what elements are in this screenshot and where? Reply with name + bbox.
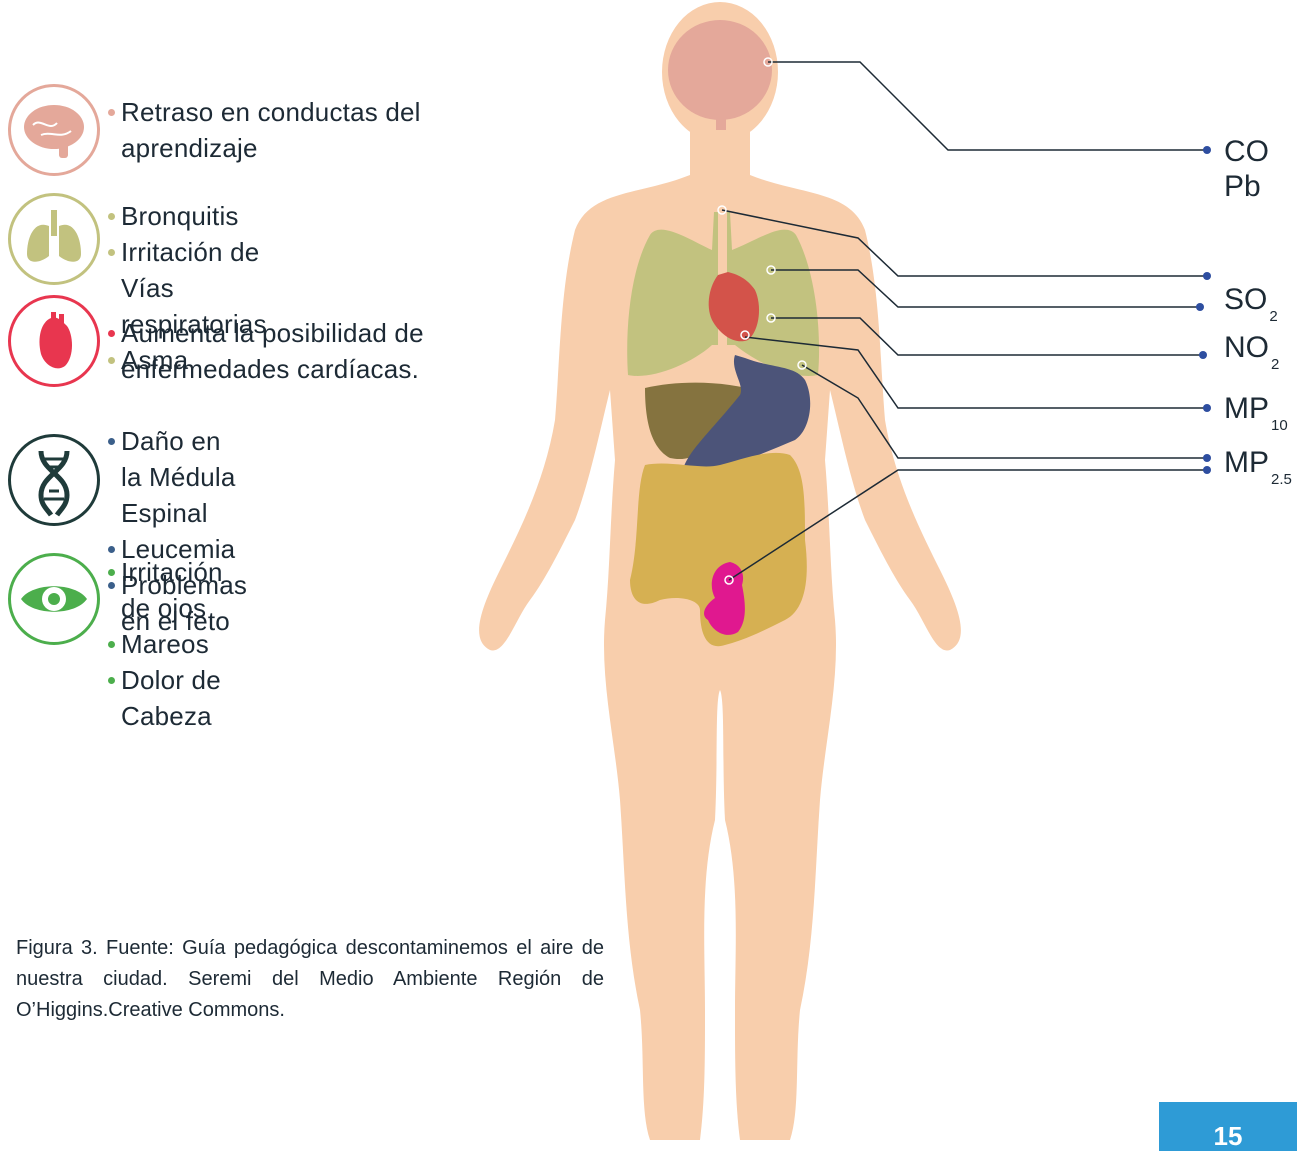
- effect-text: Retraso en conductas del aprendizaje: [121, 94, 451, 166]
- pollutant-mp25-base: MP: [1224, 446, 1269, 479]
- brain-icon: [8, 84, 100, 176]
- pollutant-mp10: MP10: [1224, 392, 1288, 443]
- pollutant-mp10-sub: 10: [1271, 417, 1288, 434]
- pollutant-so2-sub: 2: [1269, 308, 1277, 325]
- co-dot: [1203, 146, 1211, 154]
- eye-icon: [8, 553, 100, 645]
- pollutant-no2-base: NO: [1224, 331, 1269, 364]
- pollutant-so2-base: SO: [1224, 283, 1267, 316]
- effect-text: Dolor de Cabeza: [121, 665, 221, 731]
- pollutant-no2: NO2: [1224, 331, 1279, 382]
- no2-dot: [1199, 351, 1207, 359]
- effect-text: Daño en la Médula Espinal: [121, 426, 236, 528]
- effect-item: Retraso en conductas del aprendizaje: [107, 94, 451, 166]
- connector-co: [768, 62, 1207, 150]
- pollutant-mp10-base: MP: [1224, 392, 1269, 425]
- effect-text: Mareos: [121, 629, 209, 659]
- brain-stem: [716, 110, 726, 130]
- figure-caption: Figura 3. Fuente: Guía pedagógica descon…: [16, 933, 604, 1026]
- pollutant-dots: [1196, 146, 1211, 474]
- pollutant-mp25-sub: 2.5: [1271, 471, 1292, 488]
- pollutant-so2: SO2: [1224, 283, 1278, 334]
- pollutant-co: CO: [1224, 135, 1269, 169]
- eye-effects: Irritación de ojos Mareos Dolor de Cabez…: [107, 554, 223, 734]
- mp25-dot-a: [1203, 454, 1211, 462]
- pollutant-no2-sub: 2: [1271, 356, 1279, 373]
- effect-item: Mareos: [107, 626, 223, 662]
- effect-item: Daño en la Médula Espinal: [107, 423, 247, 531]
- heart-icon: [8, 295, 100, 387]
- heart-effects: Aumenta la posibilidad de enfermedades c…: [107, 315, 451, 387]
- effect-text: Bronquitis: [121, 201, 239, 231]
- organs: [627, 20, 819, 646]
- effect-item: Aumenta la posibilidad de enfermedades c…: [107, 315, 451, 387]
- lungs-icon: [8, 193, 100, 285]
- dna-icon: [8, 434, 100, 526]
- mp25-dot-b: [1203, 466, 1211, 474]
- page-number: 15: [1159, 1102, 1297, 1151]
- effect-item: Bronquitis: [107, 198, 267, 234]
- effect-item: Irritación de ojos: [107, 554, 223, 626]
- effect-item: Dolor de Cabeza: [107, 662, 223, 734]
- so2-dot-b: [1196, 303, 1204, 311]
- effect-text: Irritación de ojos: [121, 557, 223, 623]
- mp10-dot: [1203, 404, 1211, 412]
- pollutant-pb: Pb: [1224, 170, 1261, 204]
- pollutant-mp25: MP2.5: [1224, 446, 1292, 497]
- brain-organ: [668, 20, 772, 120]
- so2-dot-a: [1203, 272, 1211, 280]
- brain-effects: Retraso en conductas del aprendizaje: [107, 94, 451, 166]
- effect-text: Aumenta la posibilidad de enfermedades c…: [121, 315, 451, 387]
